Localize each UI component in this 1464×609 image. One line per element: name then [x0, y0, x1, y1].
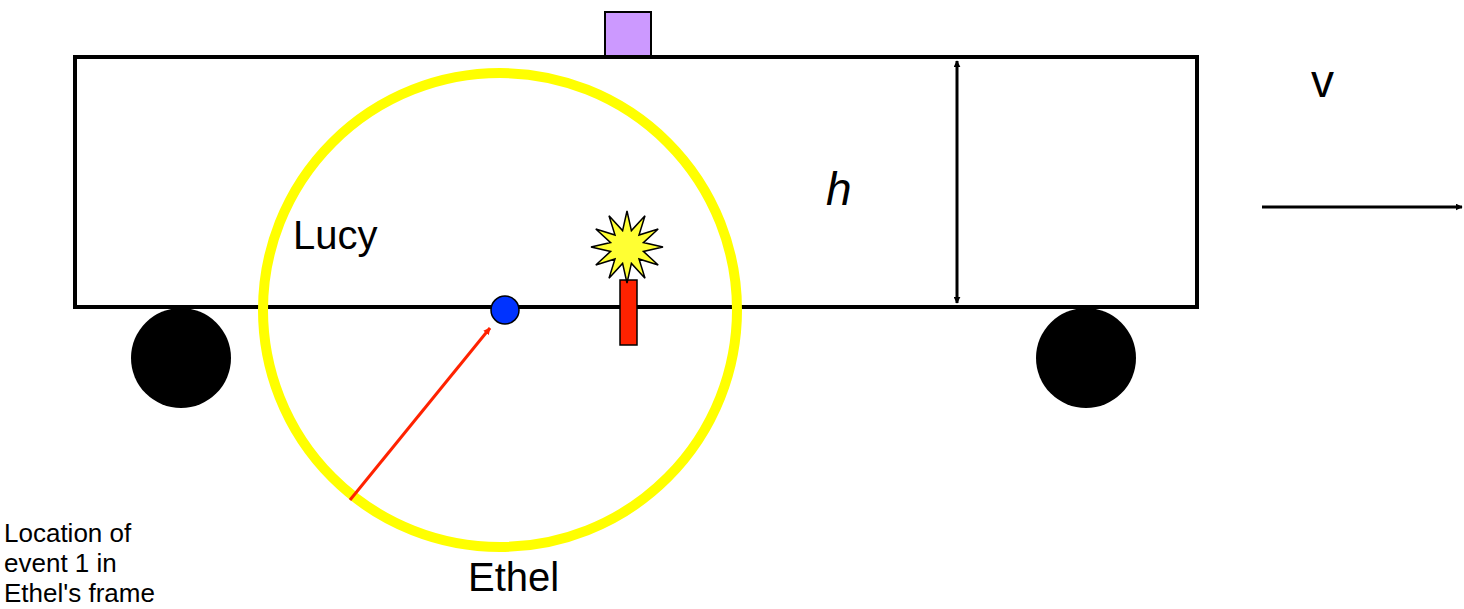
dimension-label: h [826, 166, 852, 212]
firecracker [620, 280, 637, 345]
wheel [1036, 308, 1136, 408]
event-dot [491, 296, 519, 324]
person-label: Ethel [468, 557, 559, 597]
person-label: Lucy [293, 215, 378, 255]
callout-note: Location of event 1 in Ethel's frame [4, 519, 196, 609]
wheel [131, 308, 231, 408]
leader-arrow [350, 328, 490, 500]
train-car [75, 57, 1197, 307]
height-dimension [956, 61, 959, 303]
velocity-arrow [1262, 206, 1462, 209]
explosion-burst [591, 211, 663, 283]
light-circle [263, 73, 737, 547]
roof-box [605, 12, 651, 57]
velocity-label: v [1311, 58, 1334, 104]
